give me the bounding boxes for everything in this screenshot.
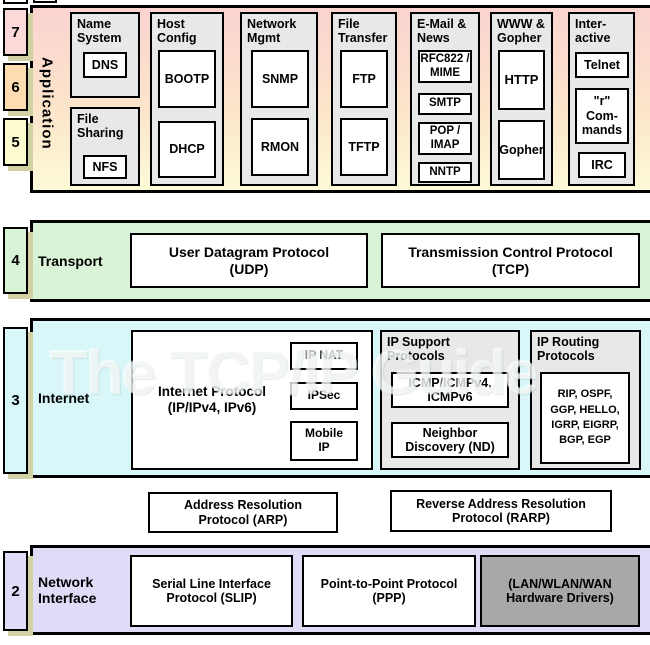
group-file-sharing: File Sharing NFS: [70, 107, 140, 186]
application-layer-label: Application: [38, 56, 56, 150]
group-title: Host Config: [157, 17, 197, 46]
internet-layer-label: Internet: [38, 389, 90, 406]
arp-label: Address Resolution Protocol (ARP): [183, 498, 303, 527]
hardware-drivers-label: (LAN/WLAN/WAN Hardware Drivers): [506, 576, 614, 605]
group-title: E-Mail & News: [417, 17, 467, 46]
group-network-mgmt: Network Mgmt SNMP RMON: [240, 12, 318, 186]
protocol-rfc822-mime: RFC822 / MIME: [418, 50, 472, 83]
osi-number-6: 6: [3, 63, 28, 111]
tcp-label: Transmission Control Protocol (TCP): [408, 244, 613, 277]
osi-number-7: 7: [3, 8, 28, 56]
protocol-icmp: ICMP/ICMPv4, ICMPv6: [391, 372, 509, 408]
protocol-ip-nat: IP NAT: [290, 342, 358, 370]
transport-layer-label: Transport: [38, 252, 103, 269]
group-title: WWW & Gopher: [497, 17, 545, 46]
protocol-neighbor-discovery: Neighbor Discovery (ND): [391, 422, 509, 458]
protocol-udp: User Datagram Protocol (UDP): [130, 233, 368, 288]
protocol-dns: DNS: [83, 52, 127, 78]
osi-number-4: 4: [3, 227, 28, 294]
protocol-bootp: BOOTP: [158, 50, 216, 108]
group-file-transfer: File Transfer FTP TFTP: [331, 12, 397, 186]
group-ip-routing: IP Routing Protocols RIP, OSPF, GGP, HEL…: [530, 330, 641, 470]
protocol-pop-imap: POP / IMAP: [418, 122, 472, 155]
group-www-gopher: WWW & Gopher HTTP Gopher: [490, 12, 553, 186]
protocol-r-commands: "r" Com-mands: [575, 88, 629, 144]
slip-label: Serial Line Interface Protocol (SLIP): [152, 576, 271, 605]
osi-number-3: 3: [3, 327, 28, 474]
group-title: IP Routing Protocols: [537, 335, 600, 364]
group-host-config: Host Config BOOTP DHCP: [150, 12, 224, 186]
protocol-slip: Serial Line Interface Protocol (SLIP): [130, 555, 293, 627]
protocol-http: HTTP: [498, 50, 545, 110]
protocol-ppp: Point-to-Point Protocol (PPP): [302, 555, 476, 627]
cropped-edge-fragment: [33, 0, 57, 3]
protocol-irc: IRC: [578, 152, 626, 178]
group-title: Inter-active: [575, 17, 611, 46]
protocol-ftp: FTP: [340, 50, 388, 108]
protocol-tcp: Transmission Control Protocol (TCP): [381, 233, 640, 288]
ppp-label: Point-to-Point Protocol (PPP): [320, 576, 458, 605]
group-title: File Sharing: [77, 112, 124, 141]
protocol-gopher: Gopher: [498, 120, 545, 180]
protocol-ipsec: IPSec: [290, 382, 358, 410]
protocol-nfs: NFS: [83, 155, 127, 179]
protocol-tftp: TFTP: [340, 118, 388, 176]
udp-label: User Datagram Protocol (UDP): [168, 244, 330, 277]
protocol-routing-list: RIP, OSPF, GGP, HELLO, IGRP, EIGRP, BGP,…: [540, 372, 630, 464]
group-title: File Transfer: [338, 17, 388, 46]
group-email-news: E-Mail & News RFC822 / MIME SMTP POP / I…: [410, 12, 480, 186]
group-interactive: Inter-active Telnet "r" Com-mands IRC: [568, 12, 635, 186]
ip-label: Internet Protocol (IP/IPv4, IPv6): [157, 384, 266, 415]
protocol-arp: Address Resolution Protocol (ARP): [148, 492, 338, 533]
rarp-label: Reverse Address Resolution Protocol (RAR…: [416, 496, 586, 525]
protocol-rmon: RMON: [251, 118, 309, 176]
group-ip-support: IP Support Protocols ICMP/ICMPv4, ICMPv6…: [380, 330, 520, 470]
hardware-drivers-box: (LAN/WLAN/WAN Hardware Drivers): [480, 555, 640, 627]
group-title: Network Mgmt: [247, 17, 297, 46]
group-title: Name System: [77, 17, 122, 46]
group-name-system: Name System DNS: [70, 12, 140, 98]
mobile-ip-label: Mobile IP: [305, 426, 343, 454]
protocol-telnet: Telnet: [575, 52, 629, 78]
protocol-mobile-ip: Mobile IP: [290, 421, 358, 461]
network-interface-layer-label: Network Interface: [38, 573, 97, 606]
cropped-edge-fragment: [3, 0, 28, 4]
protocol-dhcp: DHCP: [158, 121, 216, 178]
osi-number-5: 5: [3, 118, 28, 166]
protocol-rarp: Reverse Address Resolution Protocol (RAR…: [390, 490, 612, 532]
osi-number-2: 2: [3, 551, 28, 631]
protocol-snmp: SNMP: [251, 50, 309, 108]
protocol-smtp: SMTP: [418, 93, 472, 115]
protocol-nntp: NNTP: [418, 162, 472, 183]
group-title: IP Support Protocols: [387, 335, 450, 364]
protocol-ip: Internet Protocol (IP/IPv4, IPv6) IP NAT…: [131, 330, 373, 470]
